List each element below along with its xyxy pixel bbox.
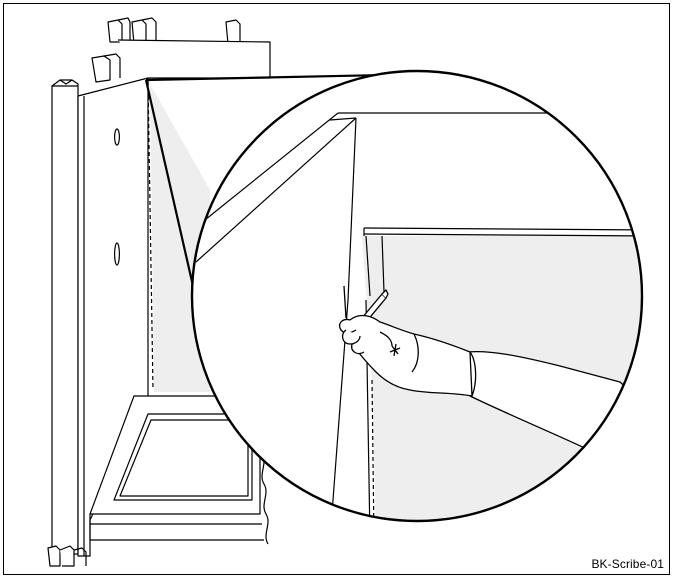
figure-id-label: BK-Scribe-01 xyxy=(591,557,664,571)
magnifier-circle xyxy=(190,69,644,523)
